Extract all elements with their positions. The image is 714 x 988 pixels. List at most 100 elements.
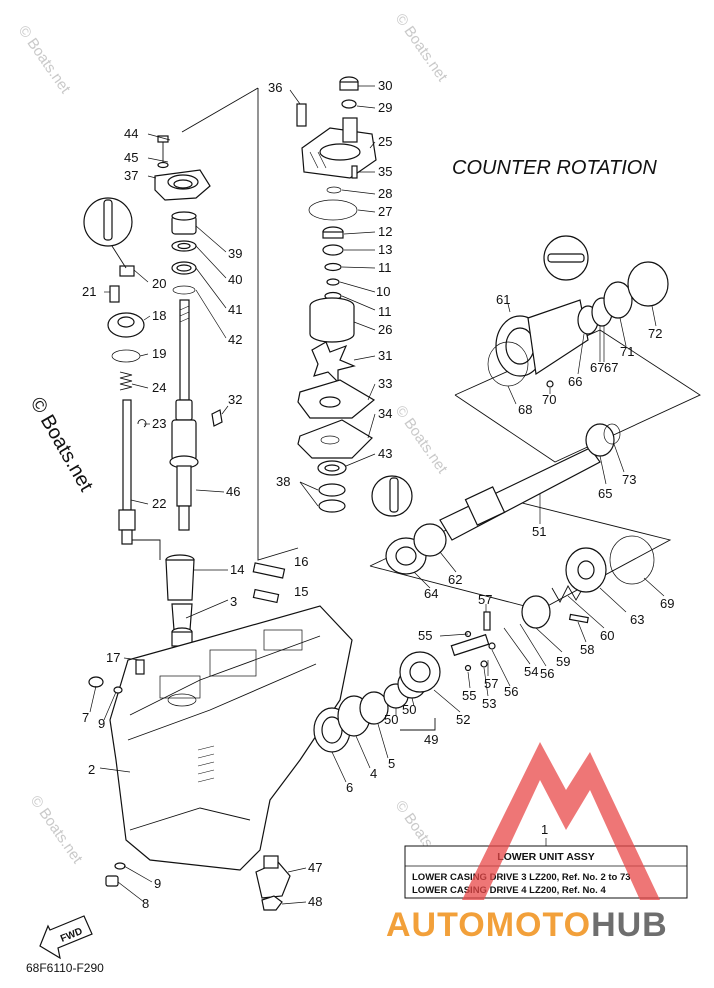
callout-label: 9 [154, 876, 161, 891]
callout-label: 18 [152, 308, 166, 323]
watermark: © Boats.net [15, 23, 74, 98]
callout-label: 23 [152, 416, 166, 431]
callout-label: 47 [308, 860, 322, 875]
callout-label: 20 [152, 276, 166, 291]
callout-label: 65 [598, 486, 612, 501]
assy-line-1: LOWER CASING DRIVE 3 LZ200, Ref. No. 2 t… [412, 872, 631, 883]
callout-label: 9 [98, 716, 105, 731]
water-pump-assembly [296, 76, 413, 517]
callout-label: 15 [294, 584, 308, 599]
callout-label: 25 [378, 134, 392, 149]
logo-text-part2: HUB [591, 906, 668, 944]
assy-header: LOWER UNIT ASSY [497, 851, 595, 863]
callout-label: 67 [590, 360, 604, 375]
callout-label: 62 [448, 572, 462, 587]
callout-label: 57 [484, 676, 498, 691]
side-watermark: © Boats.net [26, 394, 98, 496]
logo-text-part1: AUTOMOTO [386, 906, 591, 944]
shift-assembly [83, 135, 286, 647]
callout-label: 73 [622, 472, 636, 487]
leader-lines [89, 85, 665, 905]
assy-callout: 1 [541, 822, 548, 837]
callout-label: 31 [378, 348, 392, 363]
callout-label: 29 [378, 100, 392, 115]
logo-text: AUTOMOTOHUB [386, 906, 668, 944]
callout-label: 19 [152, 346, 166, 361]
callout-label: 64 [424, 586, 438, 601]
callout-label: 2 [88, 762, 95, 777]
callout-label: 37 [124, 168, 138, 183]
callout-label: 24 [152, 380, 166, 395]
callout-label: 5 [388, 756, 395, 771]
callout-label: 26 [378, 322, 392, 337]
callout-label: 50 [384, 712, 398, 727]
callout-label: 48 [308, 894, 322, 909]
callout-label: 69 [660, 596, 674, 611]
callout-label: 56 [540, 666, 554, 681]
callout-label: 68 [518, 402, 532, 417]
callout-label: 63 [630, 612, 644, 627]
callout-label: 46 [226, 484, 240, 499]
callout-label: 40 [228, 272, 242, 287]
callout-label: 7 [82, 710, 89, 725]
logo-mark-icon [462, 742, 660, 900]
callout-label: 41 [228, 302, 242, 317]
callout-label: 43 [378, 446, 392, 461]
callout-label: 33 [378, 376, 392, 391]
callout-label: 70 [542, 392, 556, 407]
watermark: © Boats.net [27, 793, 86, 868]
callout-label: 8 [142, 896, 149, 911]
callout-label: 12 [378, 224, 392, 239]
callout-label: 49 [424, 732, 438, 747]
callout-label: 53 [482, 696, 496, 711]
callout-label: 54 [524, 664, 538, 679]
callout-label: 57 [478, 592, 492, 607]
callout-label: 28 [378, 186, 392, 201]
callout-label: 38 [276, 474, 290, 489]
assy-line-2: LOWER CASING DRIVE 4 LZ200, Ref. No. 4 [412, 885, 606, 896]
callout-label: 45 [124, 150, 138, 165]
callout-label: 61 [496, 292, 510, 307]
figure-code: 68F6110-F290 [26, 961, 104, 975]
callout-label: 44 [124, 126, 138, 141]
callout-label: 3 [230, 594, 237, 609]
callout-label: 6 [346, 780, 353, 795]
callout-label: 72 [648, 326, 662, 341]
callout-label: 10 [376, 284, 390, 299]
callout-label: 52 [456, 712, 470, 727]
callout-label: 14 [230, 562, 244, 577]
callout-label: 58 [580, 642, 594, 657]
callout-label: 16 [294, 554, 308, 569]
watermark: © Boats.net [392, 11, 451, 86]
callout-label: 30 [378, 78, 392, 93]
callout-numbers: 2 3 4 5 6 7 8 9 9 10 11 11 12 13 14 15 1… [82, 78, 674, 911]
callout-label: 59 [556, 654, 570, 669]
callout-label: 39 [228, 246, 242, 261]
callout-label: 17 [106, 650, 120, 665]
callout-label: 22 [152, 496, 166, 511]
callout-label: 55 [418, 628, 432, 643]
callout-label: 36 [268, 80, 282, 95]
gear-assembly [313, 235, 669, 753]
callout-label: 50 [402, 702, 416, 717]
callout-label: 51 [532, 524, 546, 539]
callout-label: 66 [568, 374, 582, 389]
callout-label: 21 [82, 284, 96, 299]
callout-label: 60 [600, 628, 614, 643]
diagram-title: COUNTER ROTATION [452, 157, 657, 179]
callout-label: 56 [504, 684, 518, 699]
callout-label: 71 [620, 344, 634, 359]
callout-label: 13 [378, 242, 392, 257]
callout-label: 11 [378, 304, 392, 319]
callout-label: 35 [378, 164, 392, 179]
callout-label: 32 [228, 392, 242, 407]
callout-label: 4 [370, 766, 377, 781]
callout-label: 34 [378, 406, 392, 421]
callout-label: 27 [378, 204, 392, 219]
lower-casing [88, 605, 353, 911]
callout-label: 42 [228, 332, 242, 347]
fwd-arrow-icon: FWD [39, 915, 93, 960]
callout-label: 11 [378, 260, 392, 275]
automotohub-logo: AUTOMOTOHUB [386, 742, 668, 944]
